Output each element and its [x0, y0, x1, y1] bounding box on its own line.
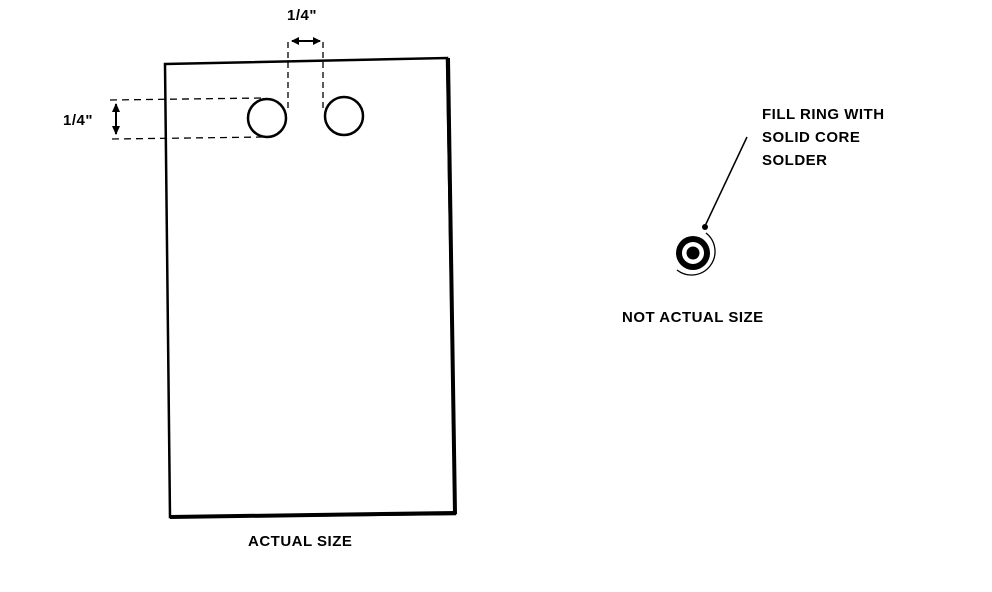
hole-left: [246, 97, 288, 139]
arrowhead-up-icon: [112, 103, 120, 112]
not-actual-size-caption: NOT ACTUAL SIZE: [622, 309, 764, 326]
dim-ext-bottom: [111, 136, 266, 140]
arrowhead-down-icon: [112, 126, 120, 135]
horizontal-dimension-label: 1/4": [287, 7, 317, 24]
actual-size-caption: ACTUAL SIZE: [248, 533, 353, 550]
board-right-edge: [446, 57, 457, 515]
hole-right: [323, 95, 365, 137]
callout-leader-line: [704, 136, 748, 227]
arrowhead-right-icon: [313, 37, 321, 45]
arrowhead-left-icon: [291, 37, 299, 45]
callout-line-2: SOLID CORE: [762, 129, 861, 146]
leader-dot: [702, 224, 708, 230]
board-outline: [163, 56, 457, 519]
outer-arc: [676, 232, 716, 276]
callout-line-3: SOLDER: [762, 152, 828, 169]
vertical-dimension-label: 1/4": [63, 112, 93, 129]
ring-core: [686, 246, 700, 260]
board-bottom-edge: [169, 511, 456, 519]
dim-ext-top: [109, 97, 263, 101]
callout-line-1: FILL RING WITH: [762, 106, 885, 123]
